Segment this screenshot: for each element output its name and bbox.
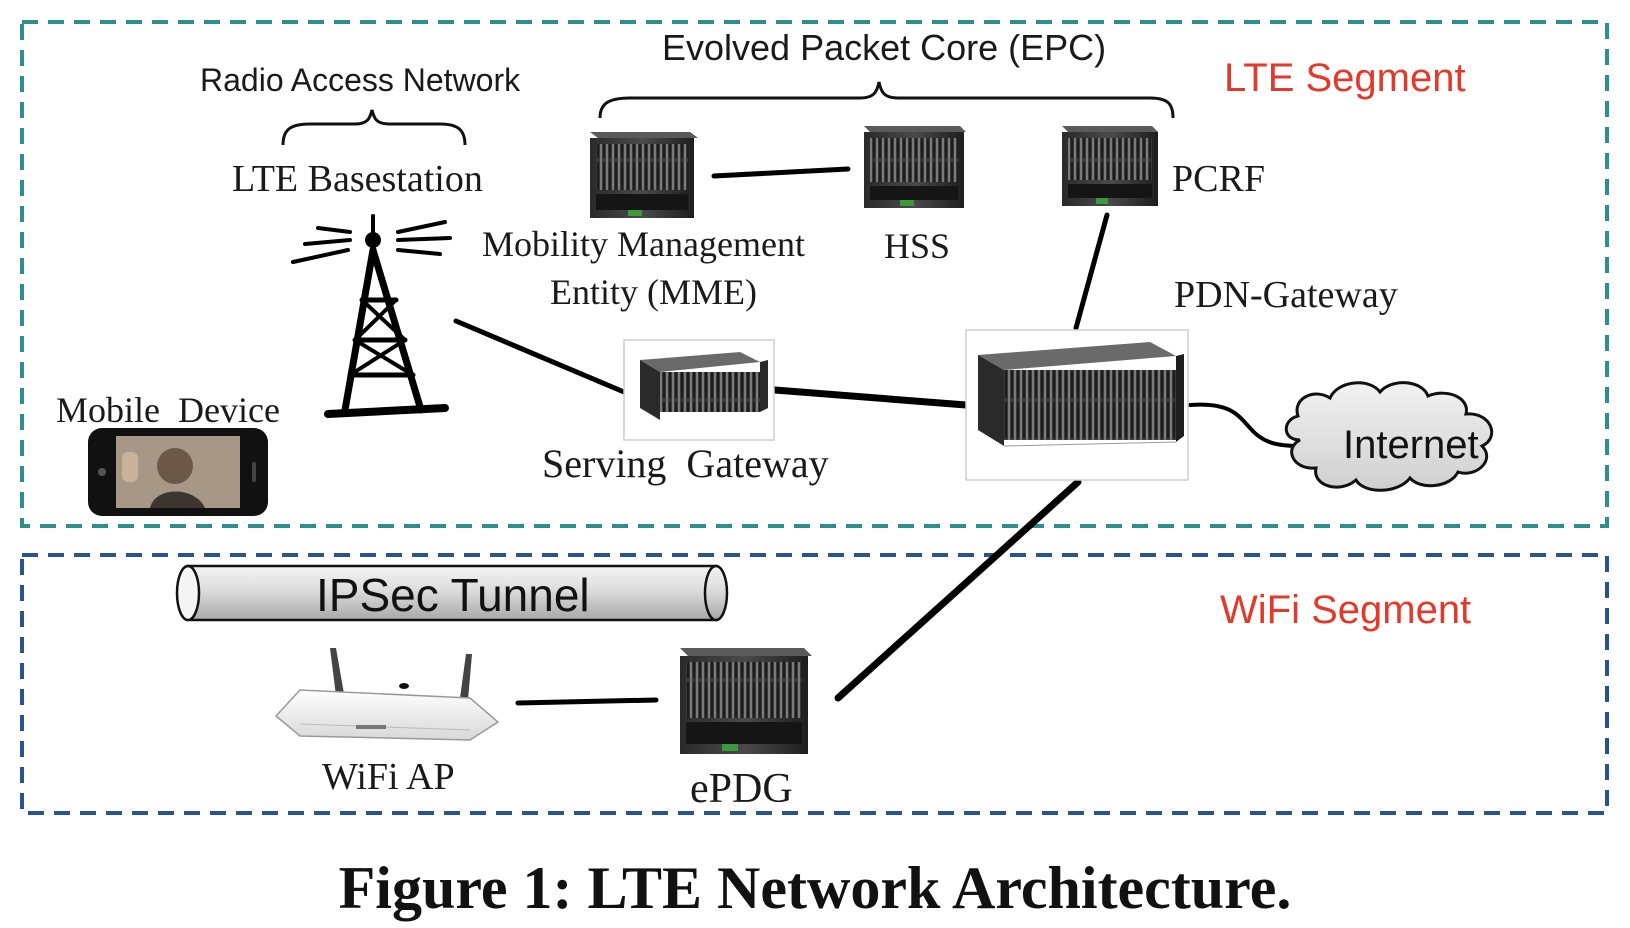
epdg-label: ePDG: [690, 766, 793, 812]
hss-server-rack-icon: [864, 126, 966, 208]
mobile-device-smartphone-icon: [88, 428, 268, 516]
link-serving-gateway-pdn-gateway: [771, 386, 970, 409]
evolved-packet-core-label: Evolved Packet Core (EPC): [662, 27, 1107, 68]
internet-label: Internet: [1343, 423, 1479, 467]
pcrf-server-rack-icon: [1062, 126, 1158, 206]
lte-basestation-label: LTE Basestation: [232, 158, 483, 200]
link-mme-hss: [711, 166, 851, 179]
wifi-ap-router-icon: [274, 648, 500, 741]
serving-gateway-label: Serving Gateway: [542, 441, 829, 486]
mme-label-line2: Entity (MME): [550, 272, 757, 312]
mme-label-line1: Mobility Management: [482, 224, 805, 264]
mme-server-rack-icon: [590, 132, 698, 218]
ran-brace: [281, 109, 467, 146]
lte-segment-border: [20, 20, 1609, 528]
wifi-ap-label: WiFi AP: [322, 756, 455, 798]
hss-label: HSS: [884, 226, 951, 266]
wifi-segment-label: WiFi Segment: [1220, 588, 1472, 632]
links: [453, 166, 1302, 706]
epc-brace: [598, 81, 1175, 119]
link-wifi-ap-epdg: [515, 697, 659, 706]
link-pdn-gateway-internet: [1188, 402, 1302, 448]
wifi-segment-border: [20, 553, 1609, 815]
lte-segment-label: LTE Segment: [1224, 56, 1466, 100]
figure-caption: Figure 1: LTE Network Architecture.: [338, 855, 1292, 921]
pcrf-label: PCRF: [1172, 158, 1265, 200]
link-pdn-gateway-epdg: [834, 478, 1082, 702]
lte-basestation-cell-tower-icon: [291, 214, 452, 418]
ipsec-tunnel-label: IPSec Tunnel: [316, 569, 590, 621]
serving-gateway-server-chassis-icon: [623, 339, 775, 441]
ipsec-tunnel-icon: [175, 564, 729, 622]
pdn-gateway-label: PDN-Gateway: [1174, 274, 1398, 316]
epdg-server-rack-icon: [680, 648, 812, 754]
internet-cloud-icon: [1284, 381, 1494, 492]
pdn-gateway-server-chassis-icon: [965, 329, 1189, 481]
link-basestation-serving-gateway: [453, 318, 627, 395]
mobile-device-label: Mobile Device: [56, 390, 280, 430]
radio-access-network-label: Radio Access Network: [200, 62, 521, 98]
link-pcrf-pdn-gateway: [1073, 212, 1110, 331]
